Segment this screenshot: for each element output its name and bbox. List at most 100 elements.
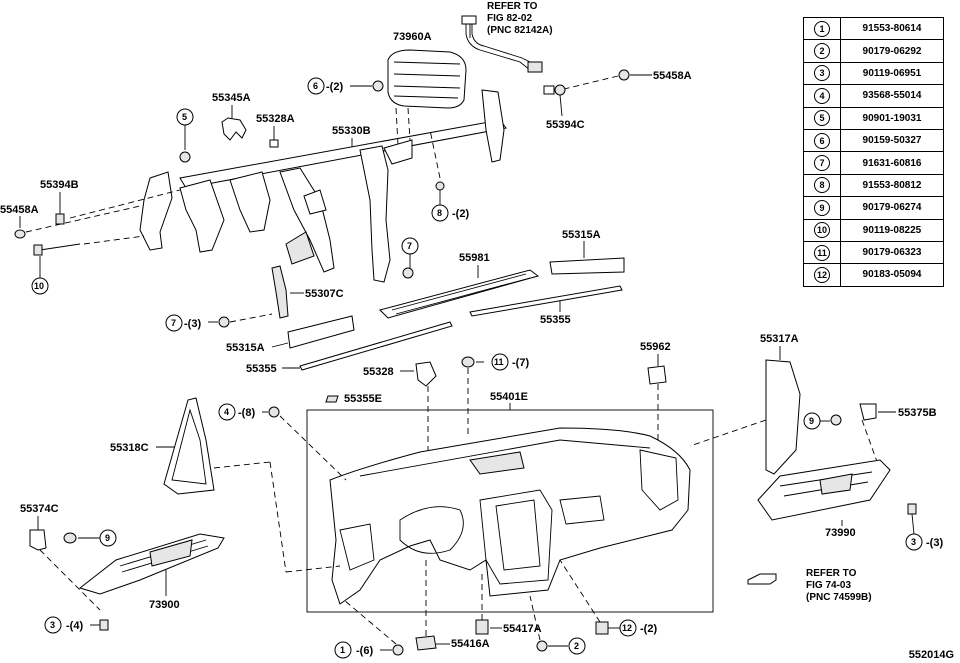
glove-box-73990 [757, 459, 891, 521]
bolt-55394B [55, 192, 65, 225]
nut-55458A-left [14, 229, 26, 239]
side-panel-55317A [765, 359, 801, 475]
callout-2-num: 2 [574, 641, 579, 651]
legend-row: 7 91631-60816 [803, 151, 944, 175]
label-55401E: 55401E [490, 391, 528, 403]
callout-8: 8 -(2) [429, 129, 469, 222]
nut-55458A-right [618, 69, 630, 81]
legend-part-number: 90159-50327 [840, 128, 944, 153]
ref-bottom-line1: REFER TO [806, 568, 857, 579]
legend-num: 7 [814, 155, 830, 172]
callout-11-qty: -(7) [512, 357, 529, 369]
legend-num-cell: 9 [803, 196, 841, 220]
label-55345A: 55345A [212, 92, 251, 104]
label-73900: 73900 [149, 599, 180, 611]
legend-num-cell: 3 [803, 61, 841, 86]
legend-part-number: 90901-19031 [840, 106, 944, 130]
callout-7-upper-num: 7 [407, 241, 412, 251]
callout-8-num: 8 [437, 208, 442, 218]
clip-55355E [325, 395, 339, 403]
label-55416A: 55416A [451, 638, 490, 650]
legend-num-cell: 12 [803, 263, 841, 287]
label-55394B: 55394B [40, 179, 79, 191]
bracket-55307C [271, 265, 289, 319]
legend-part-number: 90179-06274 [840, 196, 944, 220]
legend-row: 4 93568-55014 [803, 84, 944, 108]
legend-num: 1 [814, 20, 830, 37]
callout-6-qty: -(2) [326, 81, 343, 93]
legend-row: 6 90159-50327 [803, 128, 944, 153]
callout-12-qty: -(2) [640, 623, 657, 635]
bracket-55374C [29, 529, 47, 551]
legend-num: 6 [814, 132, 830, 149]
bracket-55375B [859, 403, 877, 421]
legend-row: 12 90183-05094 [803, 263, 944, 287]
instrument-panel-55401E [329, 427, 691, 605]
clip-55345A [221, 105, 247, 141]
legend-num: 11 [814, 244, 830, 261]
label-55317A: 55317A [760, 333, 799, 345]
callout-12-num: 12 [622, 623, 632, 633]
legend-row: 5 90901-19031 [803, 106, 944, 130]
legend-num-cell: 10 [803, 218, 841, 242]
legend-num: 4 [814, 87, 830, 104]
defroster-nozzle-55981 [379, 269, 540, 319]
ref-bottom-line3: (PNC 74599B) [806, 592, 872, 603]
ref-bottom-line2: FIG 74-03 [806, 580, 851, 591]
callout-7-lower-num: 7 [171, 318, 176, 328]
label-55374C: 55374C [20, 503, 59, 515]
callout-10-num: 10 [34, 281, 44, 291]
clip-55416A [415, 635, 437, 651]
label-55318C: 55318C [110, 442, 149, 454]
clip-55328 [415, 361, 437, 387]
callout-1-qty: -(6) [356, 645, 373, 657]
legend-part-number: 91631-60816 [840, 151, 944, 175]
ref-top-line3: (PNC 82142A) [487, 25, 553, 36]
legend-part-number: 93568-55014 [840, 84, 944, 108]
callout-3-right-qty: -(3) [926, 537, 943, 549]
legend-num: 12 [814, 266, 830, 283]
dash-reinforcement-55330B [139, 89, 507, 283]
legend-num: 5 [814, 110, 830, 127]
label-55981: 55981 [459, 252, 490, 264]
callout-6-num: 6 [313, 81, 318, 91]
label-55328: 55328 [363, 366, 394, 378]
callout-11: 11 -(7) [461, 353, 529, 438]
label-55330B: 55330B [332, 125, 371, 137]
label-55962: 55962 [640, 341, 671, 353]
legend-part-number: 91553-80614 [840, 16, 944, 41]
legend-num-cell: 5 [803, 106, 841, 130]
legend-num-cell: 6 [803, 128, 841, 153]
callout-7-lower: 7 -(3) [165, 313, 273, 332]
legend-num-cell: 2 [803, 39, 841, 63]
pad-55315A-left [287, 315, 355, 349]
callout-1: 1 -(6) [334, 599, 404, 659]
legend-part-number: 90179-06323 [840, 240, 944, 265]
legend-part-number: 90179-06292 [840, 39, 944, 63]
callout-9-left-num: 9 [105, 533, 110, 543]
label-73990: 73990 [825, 527, 856, 539]
callout-7-lower-qty: -(3) [184, 318, 201, 330]
ref-bottom-icon [747, 573, 777, 585]
ref-top-line1: REFER TO [487, 1, 538, 12]
label-55458A-right: 55458A [653, 70, 692, 82]
legend-num: 8 [814, 177, 830, 194]
callout-9-right: 9 [803, 412, 842, 430]
label-55375B: 55375B [898, 407, 937, 419]
callout-7-upper: 7 [401, 237, 419, 279]
callout-5: 5 [176, 108, 194, 163]
lower-panel-73900 [78, 533, 225, 595]
label-55307C: 55307C [305, 288, 344, 300]
clip-55328A [269, 126, 279, 148]
ref-top-line2: FIG 82-02 [487, 13, 532, 24]
callout-4-num: 4 [224, 407, 229, 417]
legend-part-number: 90183-05094 [840, 263, 944, 287]
label-55328A: 55328A [256, 113, 295, 125]
legend-num-cell: 4 [803, 84, 841, 108]
wire-harness-illustration [461, 15, 543, 73]
